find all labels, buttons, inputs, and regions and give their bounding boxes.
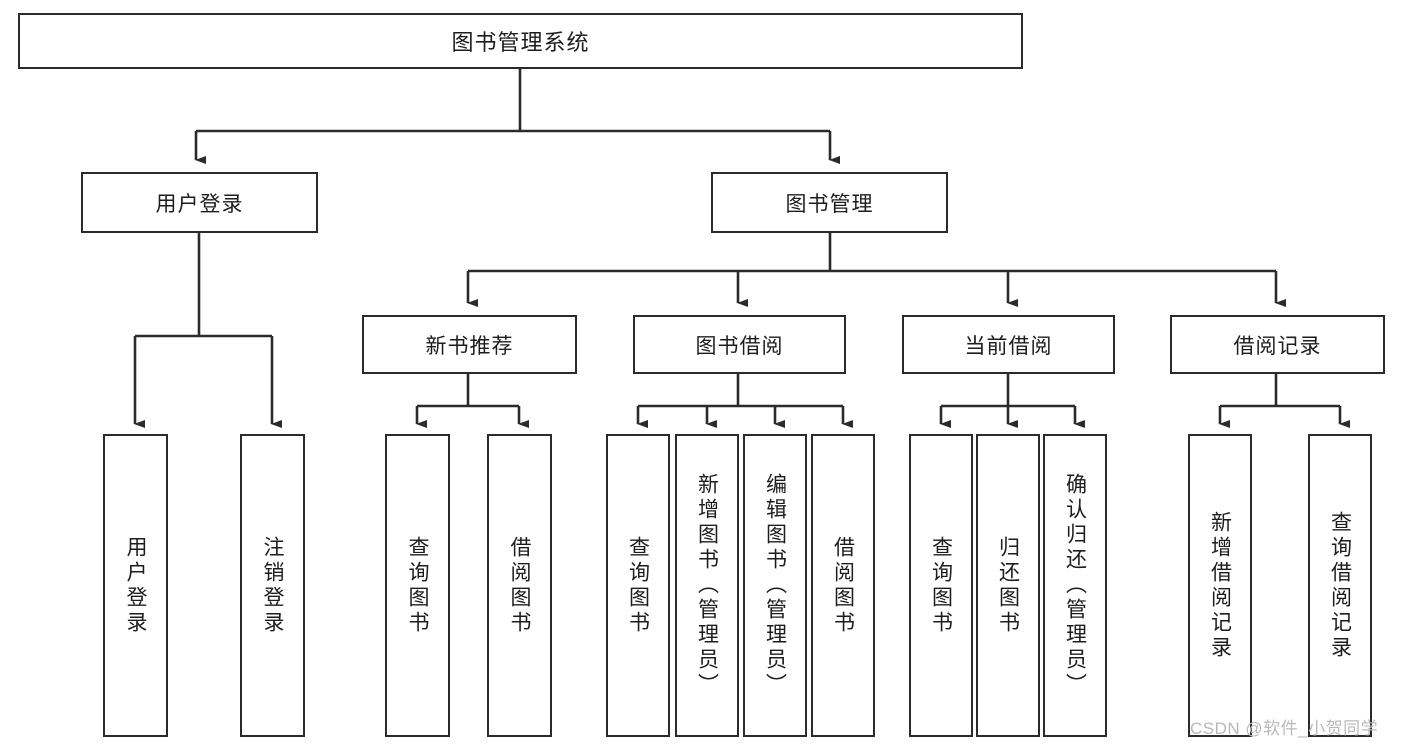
leaf-query-book-2[interactable]: 查询图书 <box>606 434 670 737</box>
leaf-label: 编辑图书（管理员） <box>763 473 787 698</box>
node-book-borrow[interactable]: 图书借阅 <box>633 315 846 374</box>
leaf-label: 查询图书 <box>406 535 429 636</box>
leaf-label: 查询借阅记录 <box>1328 510 1352 661</box>
node-user-login[interactable]: 用户登录 <box>81 172 318 233</box>
leaf-label: 借阅图书 <box>831 535 855 636</box>
node-current-borrow[interactable]: 当前借阅 <box>902 315 1115 374</box>
node-root-system[interactable]: 图书管理系统 <box>18 13 1023 69</box>
node-book-manage[interactable]: 图书管理 <box>711 172 948 233</box>
leaf-user-login[interactable]: 用户登录 <box>103 434 168 737</box>
leaf-query-book-3[interactable]: 查询图书 <box>909 434 973 737</box>
leaf-query-book-1[interactable]: 查询图书 <box>385 434 450 737</box>
leaf-label: 注销登录 <box>261 535 284 636</box>
leaf-add-record[interactable]: 新增借阅记录 <box>1188 434 1252 737</box>
node-new-book-recommend[interactable]: 新书推荐 <box>362 315 577 374</box>
leaf-logout-login[interactable]: 注销登录 <box>240 434 305 737</box>
leaf-borrow-book-2[interactable]: 借阅图书 <box>811 434 875 737</box>
leaf-label: 用户登录 <box>124 535 147 636</box>
leaf-add-book[interactable]: 新增图书（管理员） <box>675 434 739 737</box>
leaf-edit-book[interactable]: 编辑图书（管理员） <box>743 434 807 737</box>
leaf-label: 查询图书 <box>626 535 650 636</box>
leaf-borrow-book-1[interactable]: 借阅图书 <box>487 434 552 737</box>
leaf-label: 新增借阅记录 <box>1208 510 1232 661</box>
csdn-watermark: CSDN @软件_小贺同学 <box>1190 719 1379 738</box>
leaf-label: 查询图书 <box>929 535 953 636</box>
leaf-label: 确认归还（管理员） <box>1063 473 1087 698</box>
leaf-confirm-return[interactable]: 确认归还（管理员） <box>1043 434 1107 737</box>
leaf-label: 借阅图书 <box>508 535 531 636</box>
node-borrow-record[interactable]: 借阅记录 <box>1170 315 1385 374</box>
leaf-query-record[interactable]: 查询借阅记录 <box>1308 434 1372 737</box>
leaf-label: 归还图书 <box>996 535 1020 636</box>
leaf-return-book[interactable]: 归还图书 <box>976 434 1040 737</box>
leaf-label: 新增图书（管理员） <box>695 473 719 698</box>
